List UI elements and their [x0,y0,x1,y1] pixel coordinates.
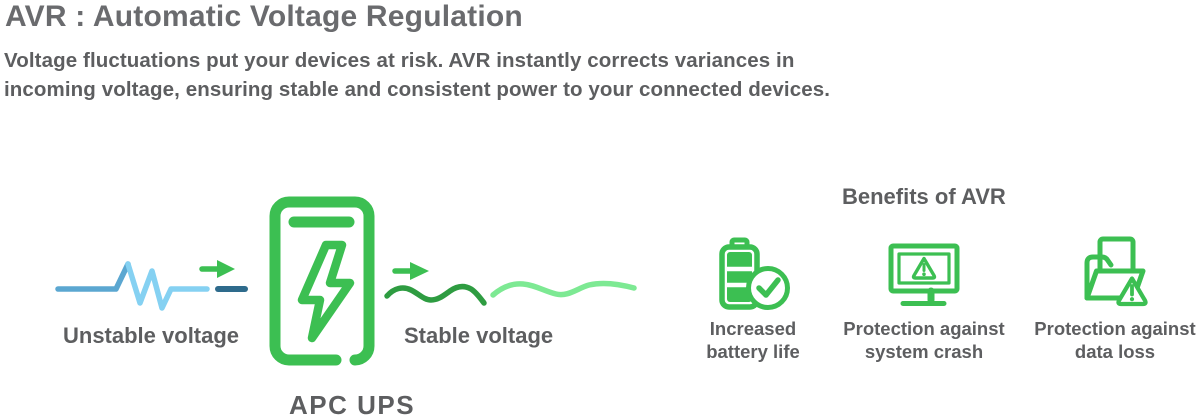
benefit-icon-wrap [715,232,791,312]
description-line-2: incoming voltage, ensuring stable and co… [4,78,830,101]
benefit-label-line: Protection against [843,318,1005,339]
benefit-label-line: battery life [706,341,800,362]
stable-voltage-label: Stable voltage [404,323,554,348]
unstable-voltage-label: Unstable voltage [63,323,240,348]
benefit-item-battery-life: Increased battery life [668,232,838,363]
unstable-line-medium [55,261,131,292]
benefit-label: Protection against data loss [1034,317,1195,363]
ups-icon [269,196,375,366]
benefit-label: Increased battery life [706,317,800,363]
benefit-item-system-crash: Protection against system crash [839,232,1009,363]
stable-line-dark [384,283,487,306]
benefit-label-line: data loss [1074,341,1156,362]
ups-label: APC UPS [288,390,416,417]
unstable-waveform-icon [55,260,248,311]
unstable-line-light [125,261,210,311]
monitor-warning-icon [888,243,960,306]
benefits-heading: Benefits of AVR [842,184,1006,209]
arrow-right-icon [199,260,235,278]
benefit-icon-wrap [1075,232,1155,312]
benefit-label-line: Protection against [1034,318,1196,339]
benefit-icon-wrap [886,232,962,312]
stable-line-light [490,280,637,298]
benefit-item-data-loss: Protection against data loss [1030,232,1200,363]
battery-check-icon [719,237,790,310]
benefit-label-line: system crash [864,341,984,362]
folder-warning-icon [1084,236,1148,307]
description-line-1: Voltage fluctuations put your devices at… [4,49,795,72]
page-title: AVR : Automatic Voltage Regulation [5,0,523,33]
stable-waveform-icon [384,262,637,306]
ups-outline [269,196,375,366]
benefit-label: Protection against system crash [843,317,1004,363]
benefit-label-line: Increased [709,318,797,339]
arrow-right-icon [392,262,429,280]
lightning-bolt-icon [297,240,355,343]
